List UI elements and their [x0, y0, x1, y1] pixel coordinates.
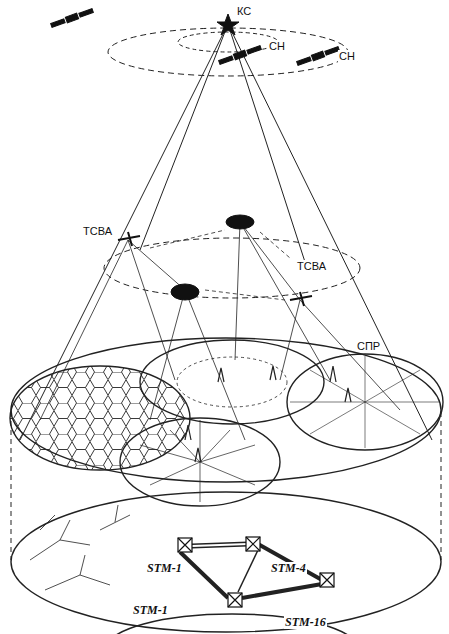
region-label: СПР [356, 340, 381, 352]
stm-label: STM-1 [146, 562, 183, 575]
stm-label: STM-4 [270, 562, 307, 575]
top-label: СН [338, 50, 356, 62]
top-label: КС [236, 5, 252, 17]
air-label: ТСВА [296, 260, 327, 272]
stm-label: STM-1 [132, 604, 169, 617]
stm-label: STM-16 [284, 616, 327, 629]
air-label: ТСВА [82, 225, 113, 237]
top-label: СН [268, 40, 286, 52]
